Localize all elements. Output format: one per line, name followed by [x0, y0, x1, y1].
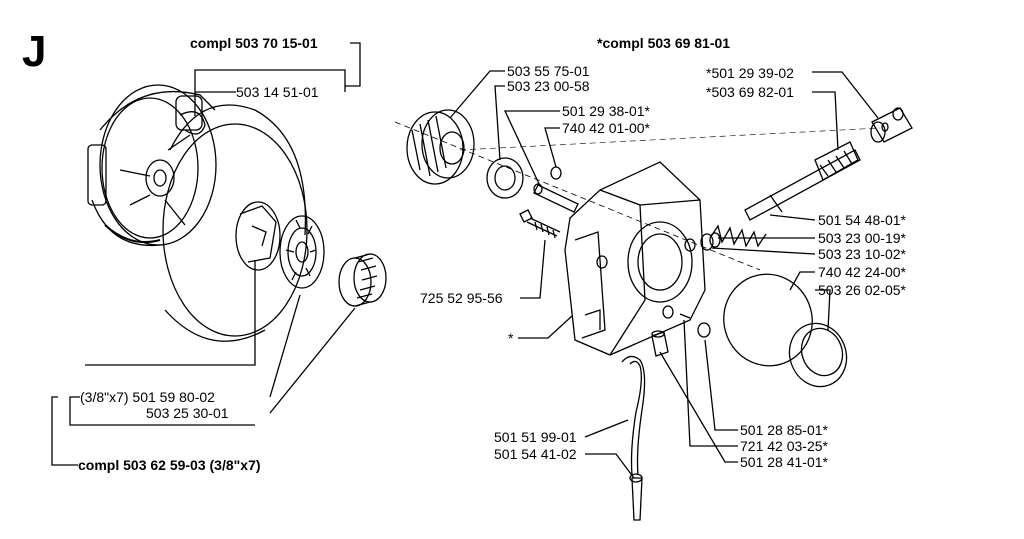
part-label: 503 26 02-05* — [818, 282, 906, 298]
oil-hose-drawing — [621, 355, 646, 521]
large-oring-drawing — [723, 273, 813, 367]
part-label: 501 51 99-01 — [494, 429, 577, 445]
part-label: 503 23 10-02* — [818, 246, 906, 262]
part-label: 501 54 48-01* — [818, 212, 906, 228]
section-letter: J — [22, 27, 47, 76]
clutch-drum-drawing — [162, 104, 308, 342]
part-label: 503 55 75-01 — [507, 63, 590, 79]
part-label: (3/8"x7) 501 59 80-02 — [80, 389, 215, 405]
part-label: 740 42 01-00* — [562, 120, 650, 136]
part-label: * — [508, 330, 514, 346]
part-label: 501 28 41-01* — [740, 454, 828, 470]
part-label: 725 52 95-56 — [420, 290, 503, 306]
worm-gear-drawing — [406, 109, 475, 185]
part-label: 501 28 85-01* — [740, 422, 828, 438]
washer-stack-drawing — [700, 232, 721, 251]
valve-drawing — [533, 183, 579, 213]
pump-plunger-drawing — [744, 141, 861, 221]
part-label: 503 14 51-01 — [236, 84, 319, 100]
plug-drawing — [679, 313, 711, 338]
oring-small-drawing — [550, 166, 562, 180]
assembly-label-oil-pump: *compl 503 69 81-01 — [597, 35, 731, 51]
part-label: 501 29 38-01* — [562, 103, 650, 119]
part-label: 740 42 24-00* — [818, 264, 906, 280]
part-label: *501 29 39-02 — [706, 65, 794, 81]
part-label: 501 54 41-02 — [494, 446, 577, 462]
screw-drawing — [519, 209, 561, 239]
part-label: 721 42 03-25* — [740, 438, 828, 454]
nipple-drawing — [651, 330, 669, 357]
part-label: 503 25 30-01 — [146, 405, 229, 421]
washer-drawing — [486, 157, 524, 199]
spring-drawing — [709, 224, 767, 248]
pump-housing-drawing — [564, 161, 706, 356]
part-label: 503 23 00-19* — [818, 230, 906, 246]
needle-bearing-drawing — [338, 253, 387, 307]
left-callout-lines — [51, 42, 361, 466]
adjuster-drawing — [870, 107, 913, 143]
clutch-shoes-drawing — [87, 84, 217, 247]
assembly-label-clutch: compl 503 70 15-01 — [190, 35, 318, 51]
rim-sprocket-drawing — [279, 215, 325, 289]
assembly-label-drum: compl 503 62 59-03 (3/8"x7) — [78, 457, 261, 473]
part-label: 503 23 00-58 — [507, 78, 590, 94]
seal-ring-drawing — [788, 322, 848, 388]
part-label: *503 69 82-01 — [706, 84, 794, 100]
right-callout-lines — [449, 70, 879, 479]
